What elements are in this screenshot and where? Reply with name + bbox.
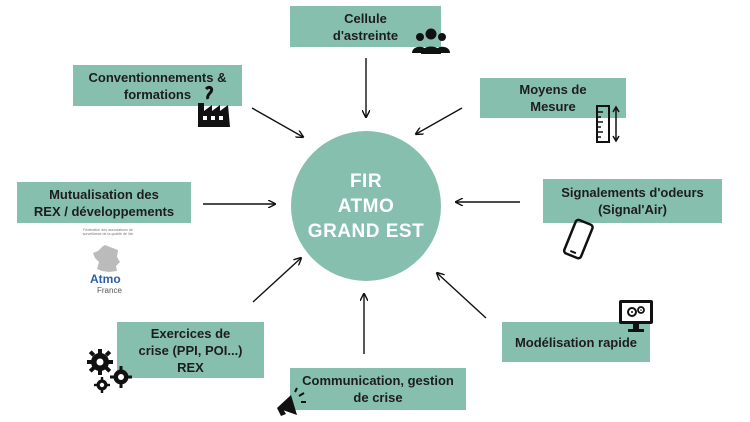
arrow-moyens <box>416 107 463 134</box>
node-signalements-label: Signalements d'odeurs (Signal'Air) <box>561 185 704 217</box>
smartphone-icon <box>562 218 594 260</box>
node-exercices: Exercices de crise (PPI, POI...) REX <box>117 322 264 378</box>
gears-icon <box>87 349 132 393</box>
atmo-france-tagline: Fédération des associations de surveilla… <box>82 228 134 237</box>
node-cellule-astreinte: Cellule d'astreinte <box>290 6 441 47</box>
node-communication: Communication, gestion de crise <box>290 368 466 410</box>
monitor-gears-icon <box>619 300 653 332</box>
atmo-logo-name: Atmo <box>90 272 121 286</box>
node-cellule-astreinte-label: Cellule d'astreinte <box>332 10 399 43</box>
factory-icon <box>198 85 230 127</box>
node-modelisation: Modélisation rapide <box>502 322 650 362</box>
node-mutualisation: Mutualisation des REX / développements <box>17 182 191 223</box>
people-group-icon <box>412 28 450 54</box>
atmo-france-logo: Fédération des associations de surveilla… <box>80 228 136 300</box>
node-communication-label: Communication, gestion de crise <box>302 373 454 405</box>
node-modelisation-label: Modélisation rapide <box>514 334 638 350</box>
arrow-conventionnements <box>251 107 303 137</box>
node-exercices-label: Exercices de crise (PPI, POI...) REX <box>138 325 243 375</box>
france-map-icon <box>93 245 120 272</box>
node-signalements: Signalements d'odeurs (Signal'Air) <box>543 179 722 223</box>
arrow-exercices <box>252 258 301 303</box>
atmo-logo-country: France <box>97 286 122 295</box>
center-hub: FIR ATMO GRAND EST <box>291 131 441 281</box>
node-conventionnements: Conventionnements & formations <box>73 65 242 106</box>
ruler-icon <box>596 105 620 143</box>
node-mutualisation-label: Mutualisation des REX / développements <box>33 186 175 219</box>
node-conventionnements-label: Conventionnements & formations <box>88 69 227 102</box>
arrow-modelisation <box>437 273 487 319</box>
megaphone-icon <box>277 387 306 416</box>
node-moyens-mesure-label: Moyens de Mesure <box>519 82 587 114</box>
